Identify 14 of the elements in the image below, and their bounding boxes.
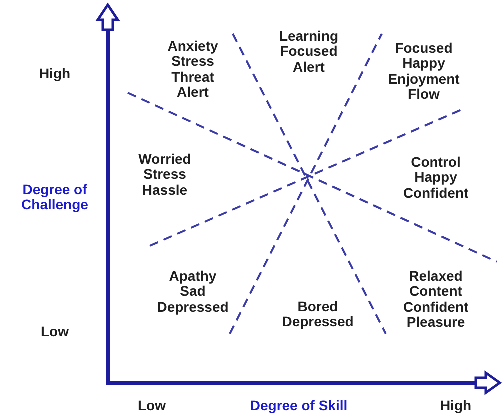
axis-tick-label: Low (41, 324, 69, 340)
region-label: Bored Depressed (282, 300, 354, 330)
axis-tick-label: Low (138, 398, 166, 414)
region-label: Relaxed Content Confident Pleasure (403, 269, 469, 331)
region-label: Apathy Sad Depressed (157, 268, 229, 316)
region-label: Learning Focused Alert (279, 28, 339, 76)
region-label: Anxiety Stress Threat Alert (168, 39, 218, 101)
region-label: Control Happy Confident (403, 154, 469, 202)
region-label: Focused Happy Enjoyment Flow (388, 41, 460, 103)
region-label: Worried Stress Hassle (138, 152, 192, 198)
axis-tick-label: High (39, 66, 71, 82)
axis-title: Degree of Skill (250, 398, 348, 414)
axis-tick-label: High (440, 398, 472, 414)
axis-title: Degree of Challenge (20, 182, 90, 214)
